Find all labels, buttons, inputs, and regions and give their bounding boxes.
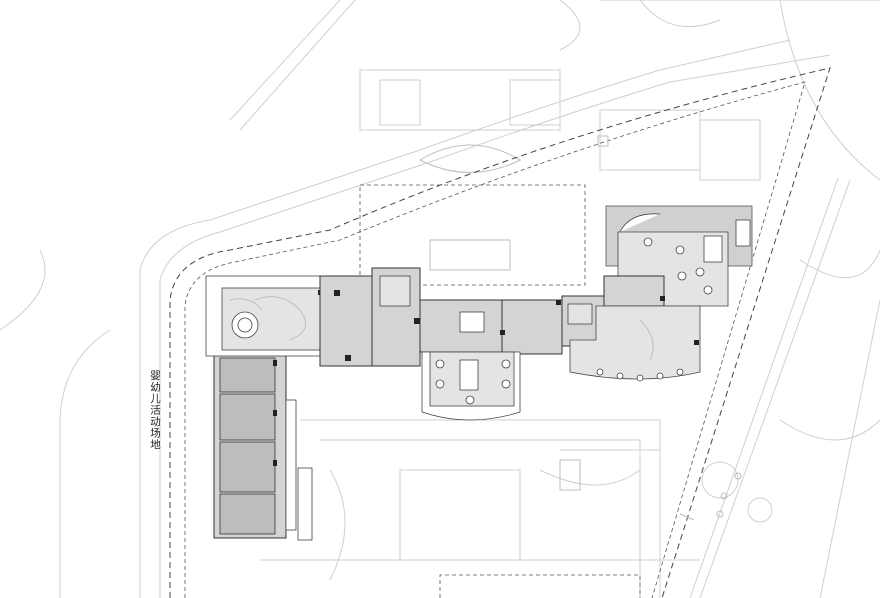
lounge — [421, 351, 521, 421]
left-wing — [213, 351, 313, 541]
site-furniture — [559, 135, 742, 521]
right-wing — [569, 205, 753, 382]
site-boundary — [169, 67, 831, 598]
site-area-label: 婴幼儿活动场地 — [149, 370, 161, 451]
play-area — [205, 275, 327, 357]
